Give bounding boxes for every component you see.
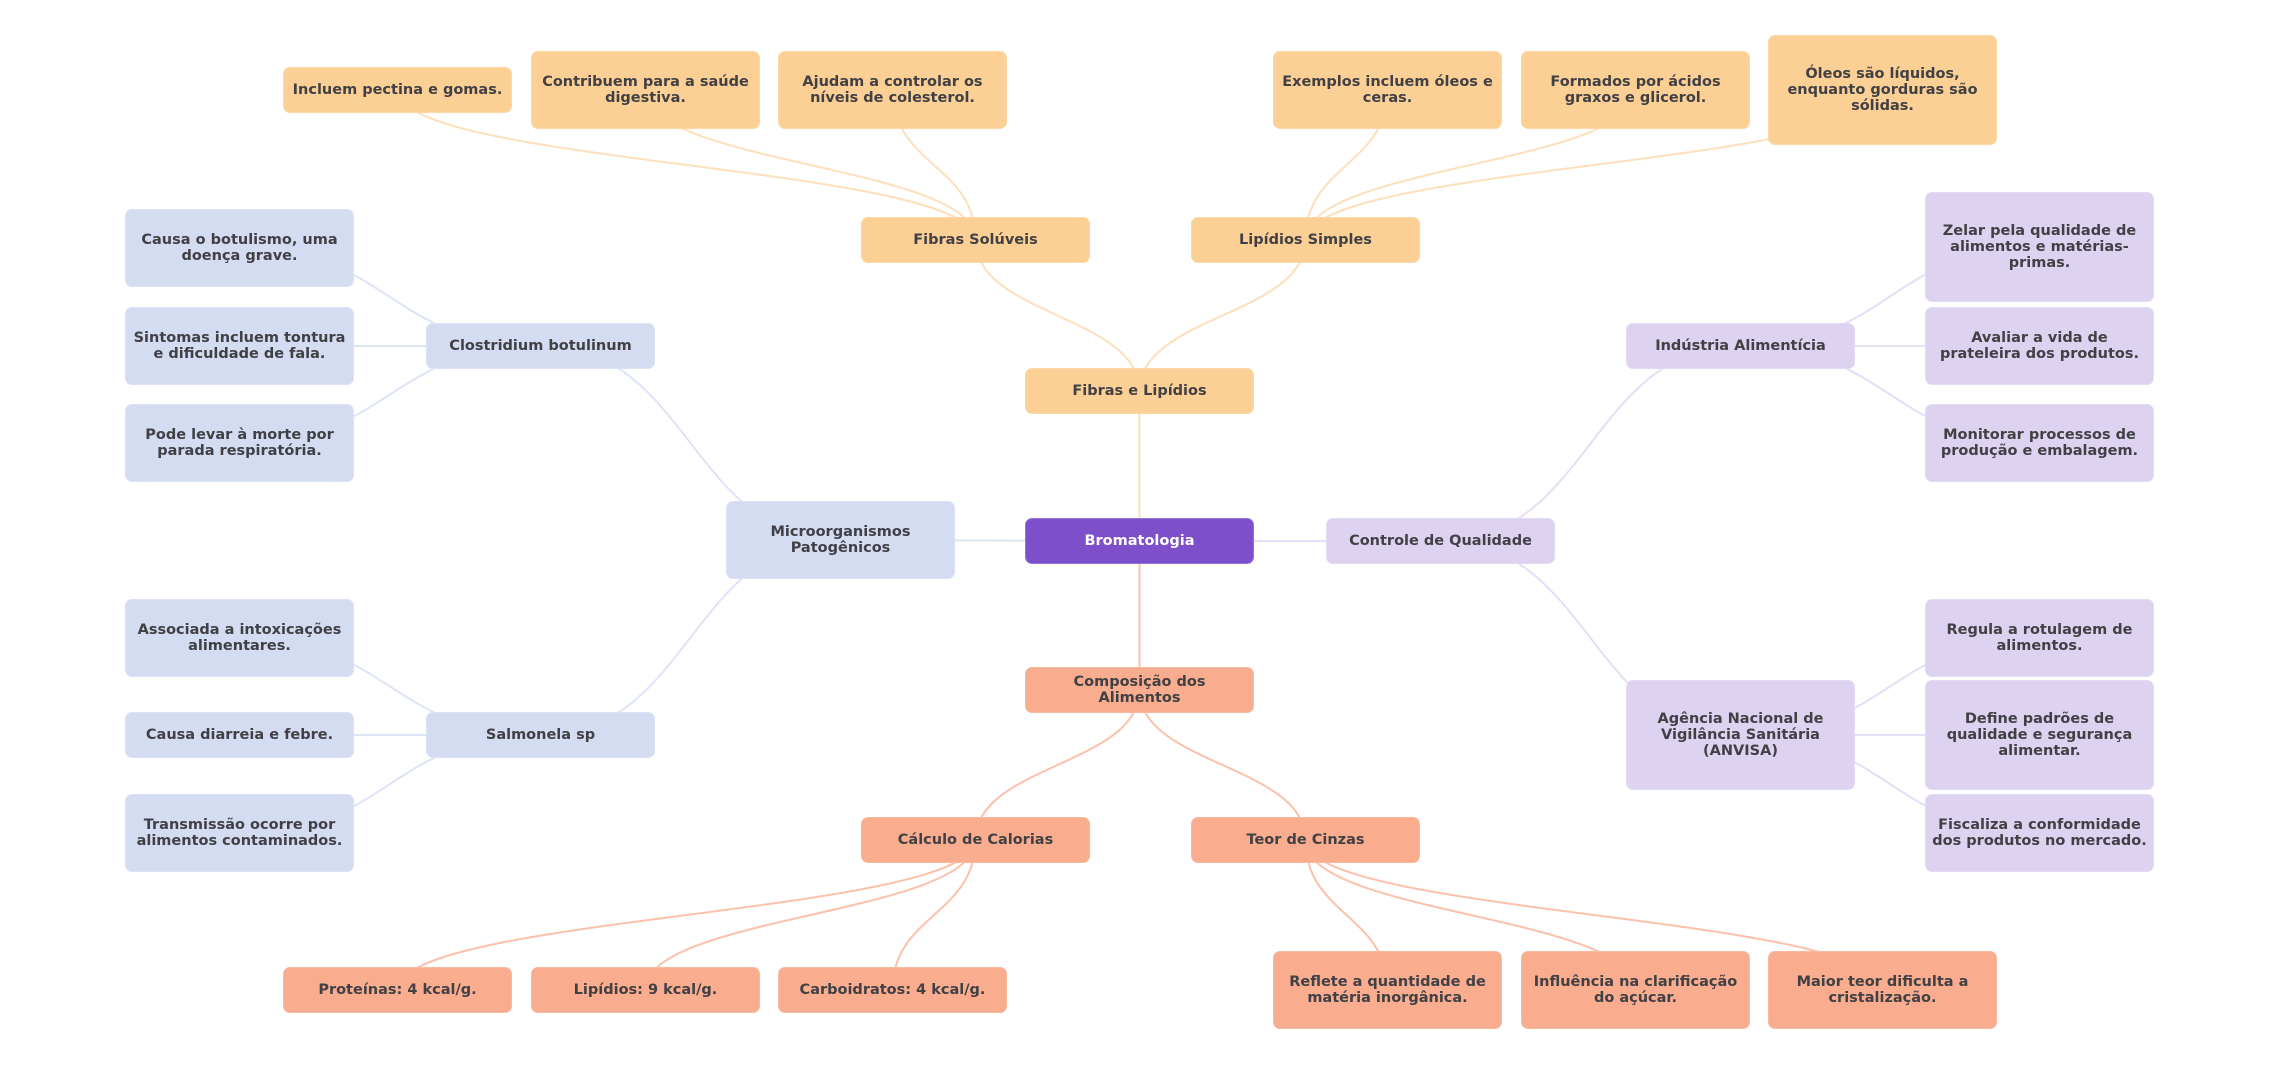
leaf-node[interactable]: Fiscaliza a conformidade dos produtos no…	[1925, 794, 2154, 872]
leaf-node[interactable]: Carboidratos: 4 kcal/g.	[778, 967, 1007, 1013]
topic-label: Teor de Cinzas	[1246, 832, 1365, 848]
leaf-node[interactable]: Pode levar à morte por parada respiratór…	[125, 404, 354, 482]
leaf-node[interactable]: Óleos são líquidos, enquanto gorduras sã…	[1768, 35, 1997, 145]
leaf-label: Causa diarreia e febre.	[145, 727, 334, 743]
topic-clostridium[interactable]: Clostridium botulinum	[426, 323, 655, 369]
connector-line	[974, 689, 1141, 841]
leaf-label: Monitorar processos de produção e embala…	[1940, 427, 2139, 459]
leaf-node[interactable]: Sintomas incluem tontura e dificuldade d…	[125, 307, 354, 385]
leaf-label: Fiscaliza a conformidade dos produtos no…	[1932, 817, 2147, 849]
branch-composicao-alimentos[interactable]: Composição dos Alimentos	[1025, 667, 1254, 713]
leaf-node[interactable]: Regula a rotulagem de alimentos.	[1925, 599, 2154, 677]
leaf-node[interactable]: Avaliar a vida de prateleira dos produto…	[1925, 307, 2154, 385]
topic-salmonela[interactable]: Salmonela sp	[426, 712, 655, 758]
leaf-node[interactable]: Lipídios: 9 kcal/g.	[531, 967, 760, 1013]
connector-line	[1138, 239, 1307, 392]
connector-line	[974, 239, 1141, 392]
leaf-node[interactable]: Ajudam a controlar os níveis de colester…	[778, 51, 1007, 129]
leaf-label: Regula a rotulagem de alimentos.	[1946, 622, 2133, 654]
root-node[interactable]: Bromatologia	[1025, 518, 1254, 564]
connector-line	[1440, 345, 1741, 542]
leaf-label: Formados por ácidos graxos e glicerol.	[1550, 74, 1721, 106]
leaf-node[interactable]: Monitorar processos de produção e embala…	[1925, 404, 2154, 482]
leaf-node[interactable]: Associada a intoxicações alimentares.	[125, 599, 354, 677]
leaf-label: Zelar pela qualidade de alimentos e maté…	[1942, 223, 2137, 271]
branch-label: Microorganismos Patogênicos	[770, 524, 911, 556]
topic-teor-cinzas[interactable]: Teor de Cinzas	[1191, 817, 1420, 863]
leaf-label: Ajudam a controlar os níveis de colester…	[802, 74, 983, 106]
leaf-label: Carboidratos: 4 kcal/g.	[799, 982, 986, 998]
leaf-label: Incluem pectina e gomas.	[292, 82, 503, 98]
leaf-node[interactable]: Influência na clarificação do açúcar.	[1521, 951, 1750, 1029]
leaf-label: Exemplos incluem óleos e ceras.	[1282, 74, 1493, 106]
connector-line	[396, 839, 977, 991]
connector-line	[1138, 689, 1307, 841]
leaf-node[interactable]: Proteínas: 4 kcal/g.	[283, 967, 512, 1013]
topic-label: Agência Nacional de Vigilância Sanitária…	[1657, 711, 1824, 759]
leaf-node[interactable]: Maior teor dificulta a cristalização.	[1768, 951, 1997, 1029]
leaf-label: Causa o botulismo, uma doença grave.	[141, 232, 338, 264]
topic-label: Fibras Solúveis	[913, 232, 1038, 248]
connector-line	[891, 839, 977, 991]
branch-microorganismos[interactable]: Microorganismos Patogênicos	[726, 501, 955, 579]
branch-label: Controle de Qualidade	[1349, 533, 1532, 549]
topic-label: Clostridium botulinum	[449, 338, 632, 354]
leaf-label: Avaliar a vida de prateleira dos produto…	[1939, 330, 2140, 362]
leaf-label: Contribuem para a saúde digestiva.	[542, 74, 749, 106]
leaf-node[interactable]: Causa o botulismo, uma doença grave.	[125, 209, 354, 287]
topic-label: Salmonela sp	[485, 727, 596, 743]
leaf-label: Transmissão ocorre por alimentos contami…	[136, 817, 343, 849]
leaf-label: Pode levar à morte por parada respiratór…	[145, 427, 334, 459]
branch-fibras-lipidios[interactable]: Fibras e Lipídios	[1025, 368, 1254, 414]
leaf-label: Maior teor dificulta a cristalização.	[1796, 974, 1969, 1006]
leaf-node[interactable]: Reflete a quantidade de matéria inorgâni…	[1273, 951, 1502, 1029]
leaf-node[interactable]: Zelar pela qualidade de alimentos e maté…	[1925, 192, 2154, 302]
connector-line	[644, 839, 977, 991]
topic-label: Indústria Alimentícia	[1655, 338, 1826, 354]
leaf-node[interactable]: Exemplos incluem óleos e ceras.	[1273, 51, 1502, 129]
leaf-node[interactable]: Causa diarreia e febre.	[125, 712, 354, 758]
leaf-node[interactable]: Transmissão ocorre por alimentos contami…	[125, 794, 354, 872]
leaf-label: Óleos são líquidos, enquanto gorduras sã…	[1787, 66, 1978, 114]
topic-label: Lipídios Simples	[1239, 232, 1372, 248]
leaf-node[interactable]: Formados por ácidos graxos e glicerol.	[1521, 51, 1750, 129]
leaf-node[interactable]: Define padrões de qualidade e segurança …	[1925, 680, 2154, 790]
leaf-label: Proteínas: 4 kcal/g.	[318, 982, 477, 998]
leaf-node[interactable]: Incluem pectina e gomas.	[283, 67, 512, 113]
topic-fibras-soluveis[interactable]: Fibras Solúveis	[861, 217, 1090, 263]
leaf-label: Define padrões de qualidade e segurança …	[1946, 711, 2133, 759]
branch-label: Fibras e Lipídios	[1072, 383, 1207, 399]
leaf-label: Sintomas incluem tontura e dificuldade d…	[133, 330, 346, 362]
topic-industria-alimenticia[interactable]: Indústria Alimentícia	[1626, 323, 1855, 369]
leaf-label: Influência na clarificação do açúcar.	[1533, 974, 1738, 1006]
branch-controle-qualidade[interactable]: Controle de Qualidade	[1326, 518, 1555, 564]
topic-anvisa[interactable]: Agência Nacional de Vigilância Sanitária…	[1626, 680, 1855, 790]
leaf-label: Reflete a quantidade de matéria inorgâni…	[1289, 974, 1486, 1006]
connector-line	[396, 89, 977, 241]
root-node-label: Bromatologia	[1084, 533, 1195, 549]
leaf-node[interactable]: Contribuem para a saúde digestiva.	[531, 51, 760, 129]
topic-calculo-calorias[interactable]: Cálculo de Calorias	[861, 817, 1090, 863]
leaf-label: Associada a intoxicações alimentares.	[137, 622, 342, 654]
leaf-label: Lipídios: 9 kcal/g.	[573, 982, 718, 998]
topic-lipidios-simples[interactable]: Lipídios Simples	[1191, 217, 1420, 263]
topic-label: Cálculo de Calorias	[897, 832, 1054, 848]
branch-label: Composição dos Alimentos	[1073, 674, 1206, 706]
